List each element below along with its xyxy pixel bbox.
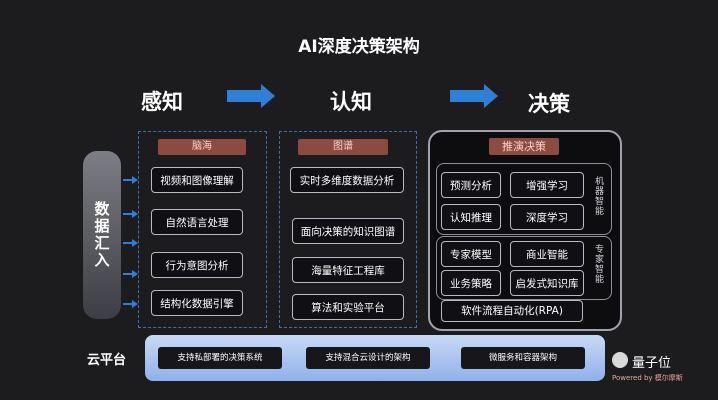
perception-item-video: 视频和图像理解 bbox=[151, 167, 243, 193]
logo-icon bbox=[612, 352, 628, 368]
cloud-item-private: 支持私部署的决策系统 bbox=[158, 347, 282, 369]
phase-perceive: 感知 bbox=[141, 90, 183, 114]
logo-name: 量子位 bbox=[632, 356, 672, 371]
decision-item-rpa: 软件流程自动化(RPA) bbox=[441, 300, 583, 322]
expert-item-model: 专家模型 bbox=[441, 241, 501, 267]
diagram-title: AI深度决策架构 bbox=[298, 37, 420, 57]
logo-powered: Powered by 模尔摩斯 bbox=[612, 374, 683, 382]
cloud-item-hybrid: 支持混合云设计的架构 bbox=[306, 347, 430, 369]
decision-tag: 推演决策 bbox=[489, 138, 559, 155]
machine-item-predict: 预测分析 bbox=[441, 172, 501, 198]
cognition-panel bbox=[279, 131, 417, 328]
expert-item-bi: 商业智能 bbox=[510, 241, 584, 267]
cognition-item-algo-platform: 算法和实验平台 bbox=[292, 294, 404, 320]
cognition-item-knowledge-graph: 面向决策的知识图谱 bbox=[292, 218, 404, 244]
perception-item-nlp: 自然语言处理 bbox=[151, 209, 243, 235]
expert-item-strategy: 业务策略 bbox=[441, 270, 501, 296]
phase-decide: 决策 bbox=[528, 92, 570, 116]
perception-item-intent: 行为意图分析 bbox=[151, 252, 243, 278]
phase-arrow-2 bbox=[450, 84, 498, 108]
expert-intelligence-group bbox=[436, 236, 612, 300]
machine-item-deep-learning: 深度学习 bbox=[510, 204, 584, 230]
data-ingest-label: 数据汇入 bbox=[92, 201, 111, 269]
cloud-item-microservice: 微服务和容器架构 bbox=[461, 347, 585, 369]
machine-item-reasoning: 认知推理 bbox=[441, 204, 501, 230]
data-ingest-block: 数据汇入 bbox=[83, 151, 121, 319]
cloud-platform-label: 云平台 bbox=[87, 353, 127, 368]
expert-intelligence-label: 专家智能 bbox=[593, 244, 603, 284]
expert-item-heuristic: 启发式知识库 bbox=[510, 270, 584, 296]
perception-panel bbox=[138, 131, 267, 328]
cognition-item-feature-lib: 海量特征工程库 bbox=[292, 257, 404, 283]
machine-item-reinforce: 增强学习 bbox=[510, 172, 584, 198]
perception-item-structured: 结构化数据引擎 bbox=[151, 290, 243, 316]
phase-cognize: 认知 bbox=[330, 90, 372, 114]
machine-intelligence-group bbox=[436, 163, 612, 235]
perception-tag: 脑海 bbox=[158, 139, 246, 155]
machine-intelligence-label: 机器智能 bbox=[593, 176, 603, 216]
phase-arrow-1 bbox=[227, 84, 275, 108]
cognition-item-realtime: 实时多维度数据分析 bbox=[290, 167, 404, 193]
cognition-tag: 图谱 bbox=[298, 139, 388, 155]
